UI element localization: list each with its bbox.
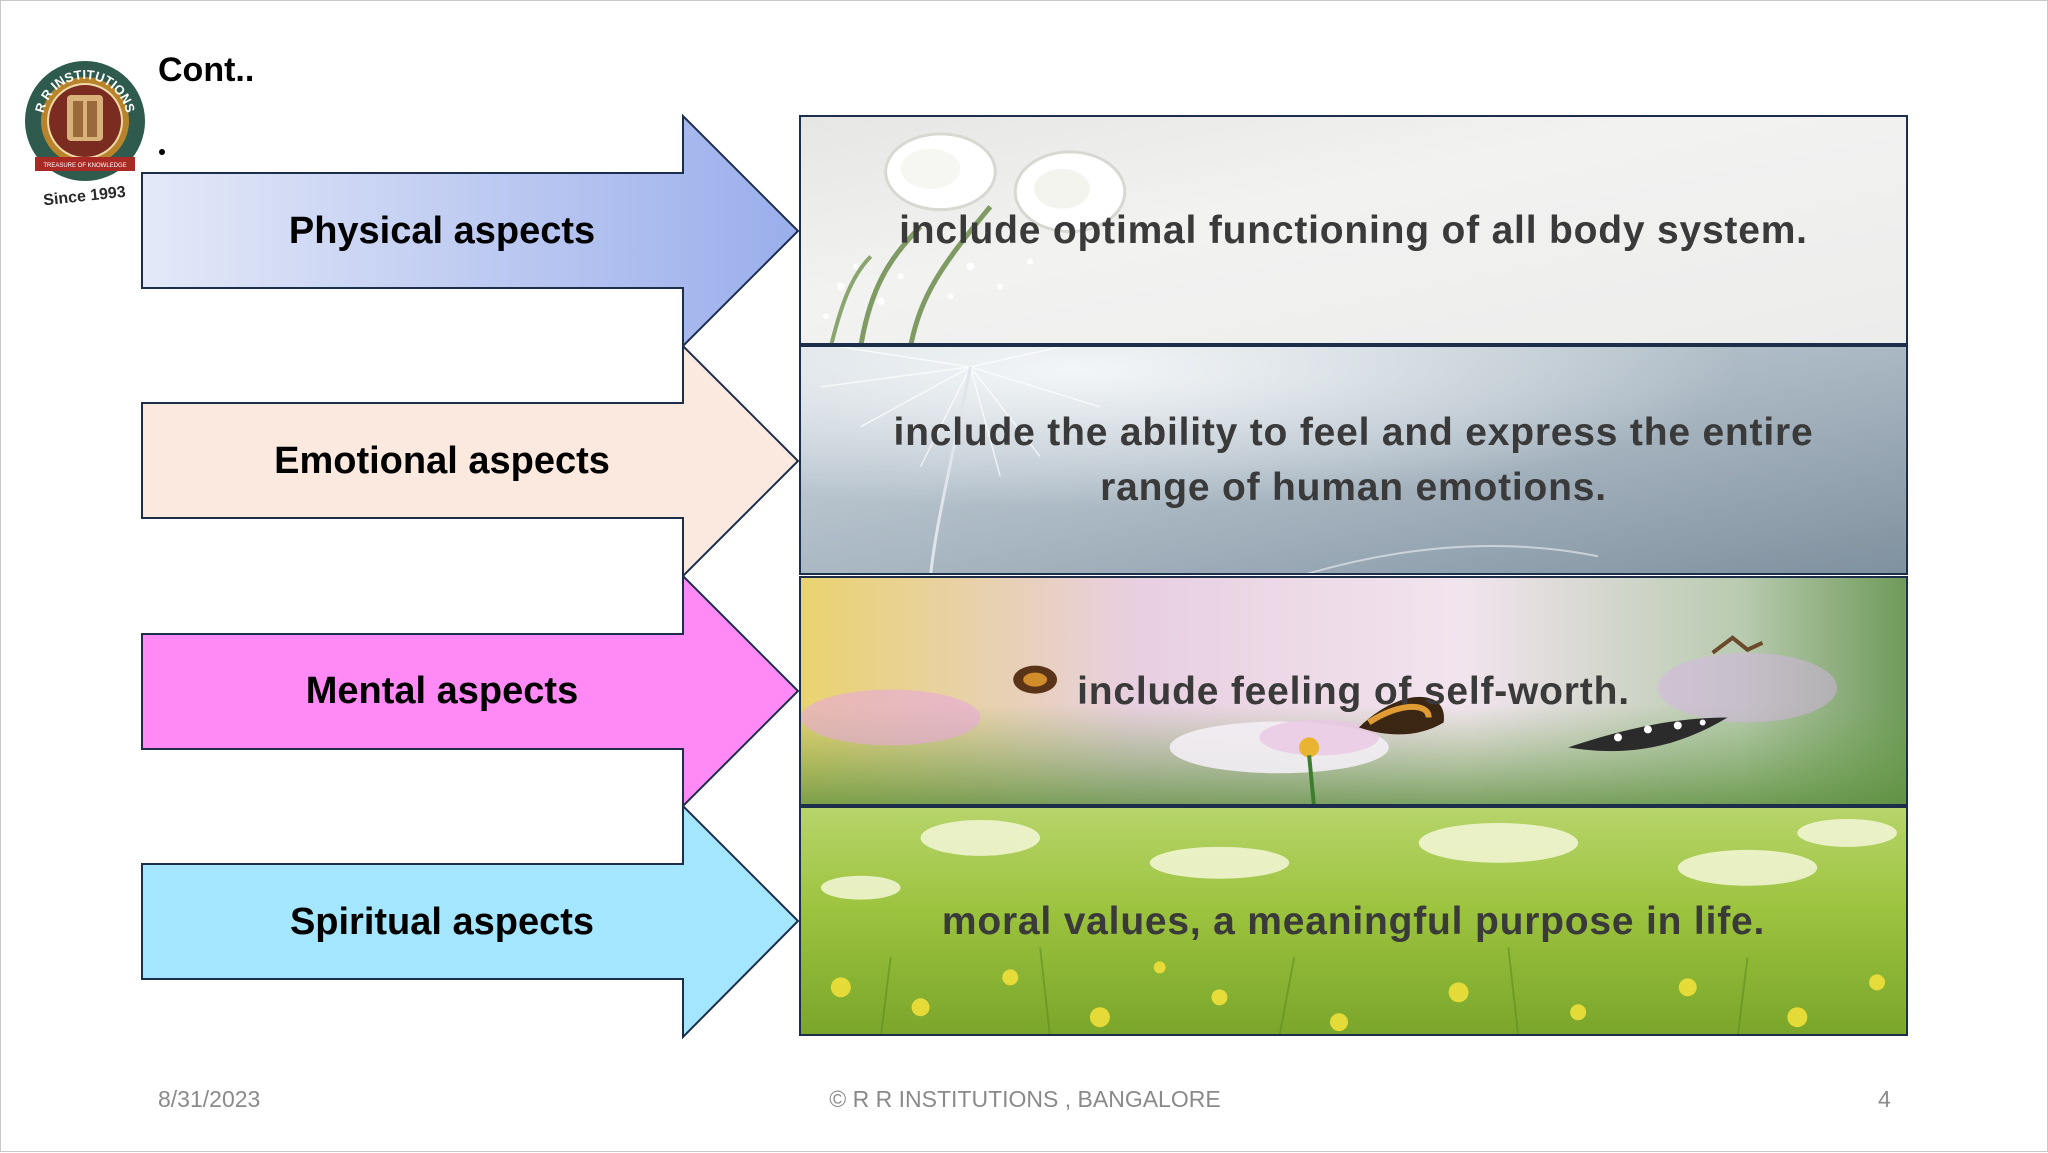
emotional-aspects-label: Emotional aspects <box>274 440 610 482</box>
page-number: 4 <box>1878 1086 1891 1112</box>
dandelion-image <box>801 347 1906 573</box>
slide-title: Cont.. <box>158 51 255 89</box>
spiritual-aspects-label: Spiritual aspects <box>289 901 595 943</box>
white-roses-image <box>801 117 1906 343</box>
footer-date: 8/31/2023 <box>158 1086 261 1112</box>
emotional-arrow <box>141 343 800 579</box>
spiritual-arrow <box>141 803 800 1040</box>
physical-aspects-label: Physical aspects <box>288 210 596 252</box>
green-meadow-image <box>801 808 1906 1034</box>
mental-aspects-label: Mental aspects <box>305 670 579 712</box>
physical-description-text: include optimal functioning of all body … <box>899 208 1808 252</box>
spiritual-description-panel: moral values, a meaningful purpose in li… <box>799 806 1908 1036</box>
mental-arrow <box>141 573 800 809</box>
svg-text:TREASURE OF KNOWLEDGE: TREASURE OF KNOWLEDGE <box>43 163 126 169</box>
mental-description-panel: include feeling of self-worth. <box>799 576 1908 806</box>
mental-description-text: include feeling of self-worth. <box>1077 669 1630 713</box>
footer-copyright: © R R INSTITUTIONS , BANGALORE <box>829 1086 1221 1112</box>
bullet-dot <box>159 149 165 155</box>
physical-arrow <box>141 113 800 349</box>
emotional-description-panel: include the ability to feel and express … <box>799 345 1908 575</box>
emotional-description-text: include the ability to feel and express … <box>893 411 1814 509</box>
spiritual-description-text: moral values, a meaningful purpose in li… <box>941 899 1766 943</box>
institution-logo: R R INSTITUTIONS TREASURE OF KNOWLEDGE S… <box>25 61 145 209</box>
butterflies-flowers-image <box>801 578 1906 804</box>
physical-description-panel: include optimal functioning of all body … <box>799 115 1908 345</box>
